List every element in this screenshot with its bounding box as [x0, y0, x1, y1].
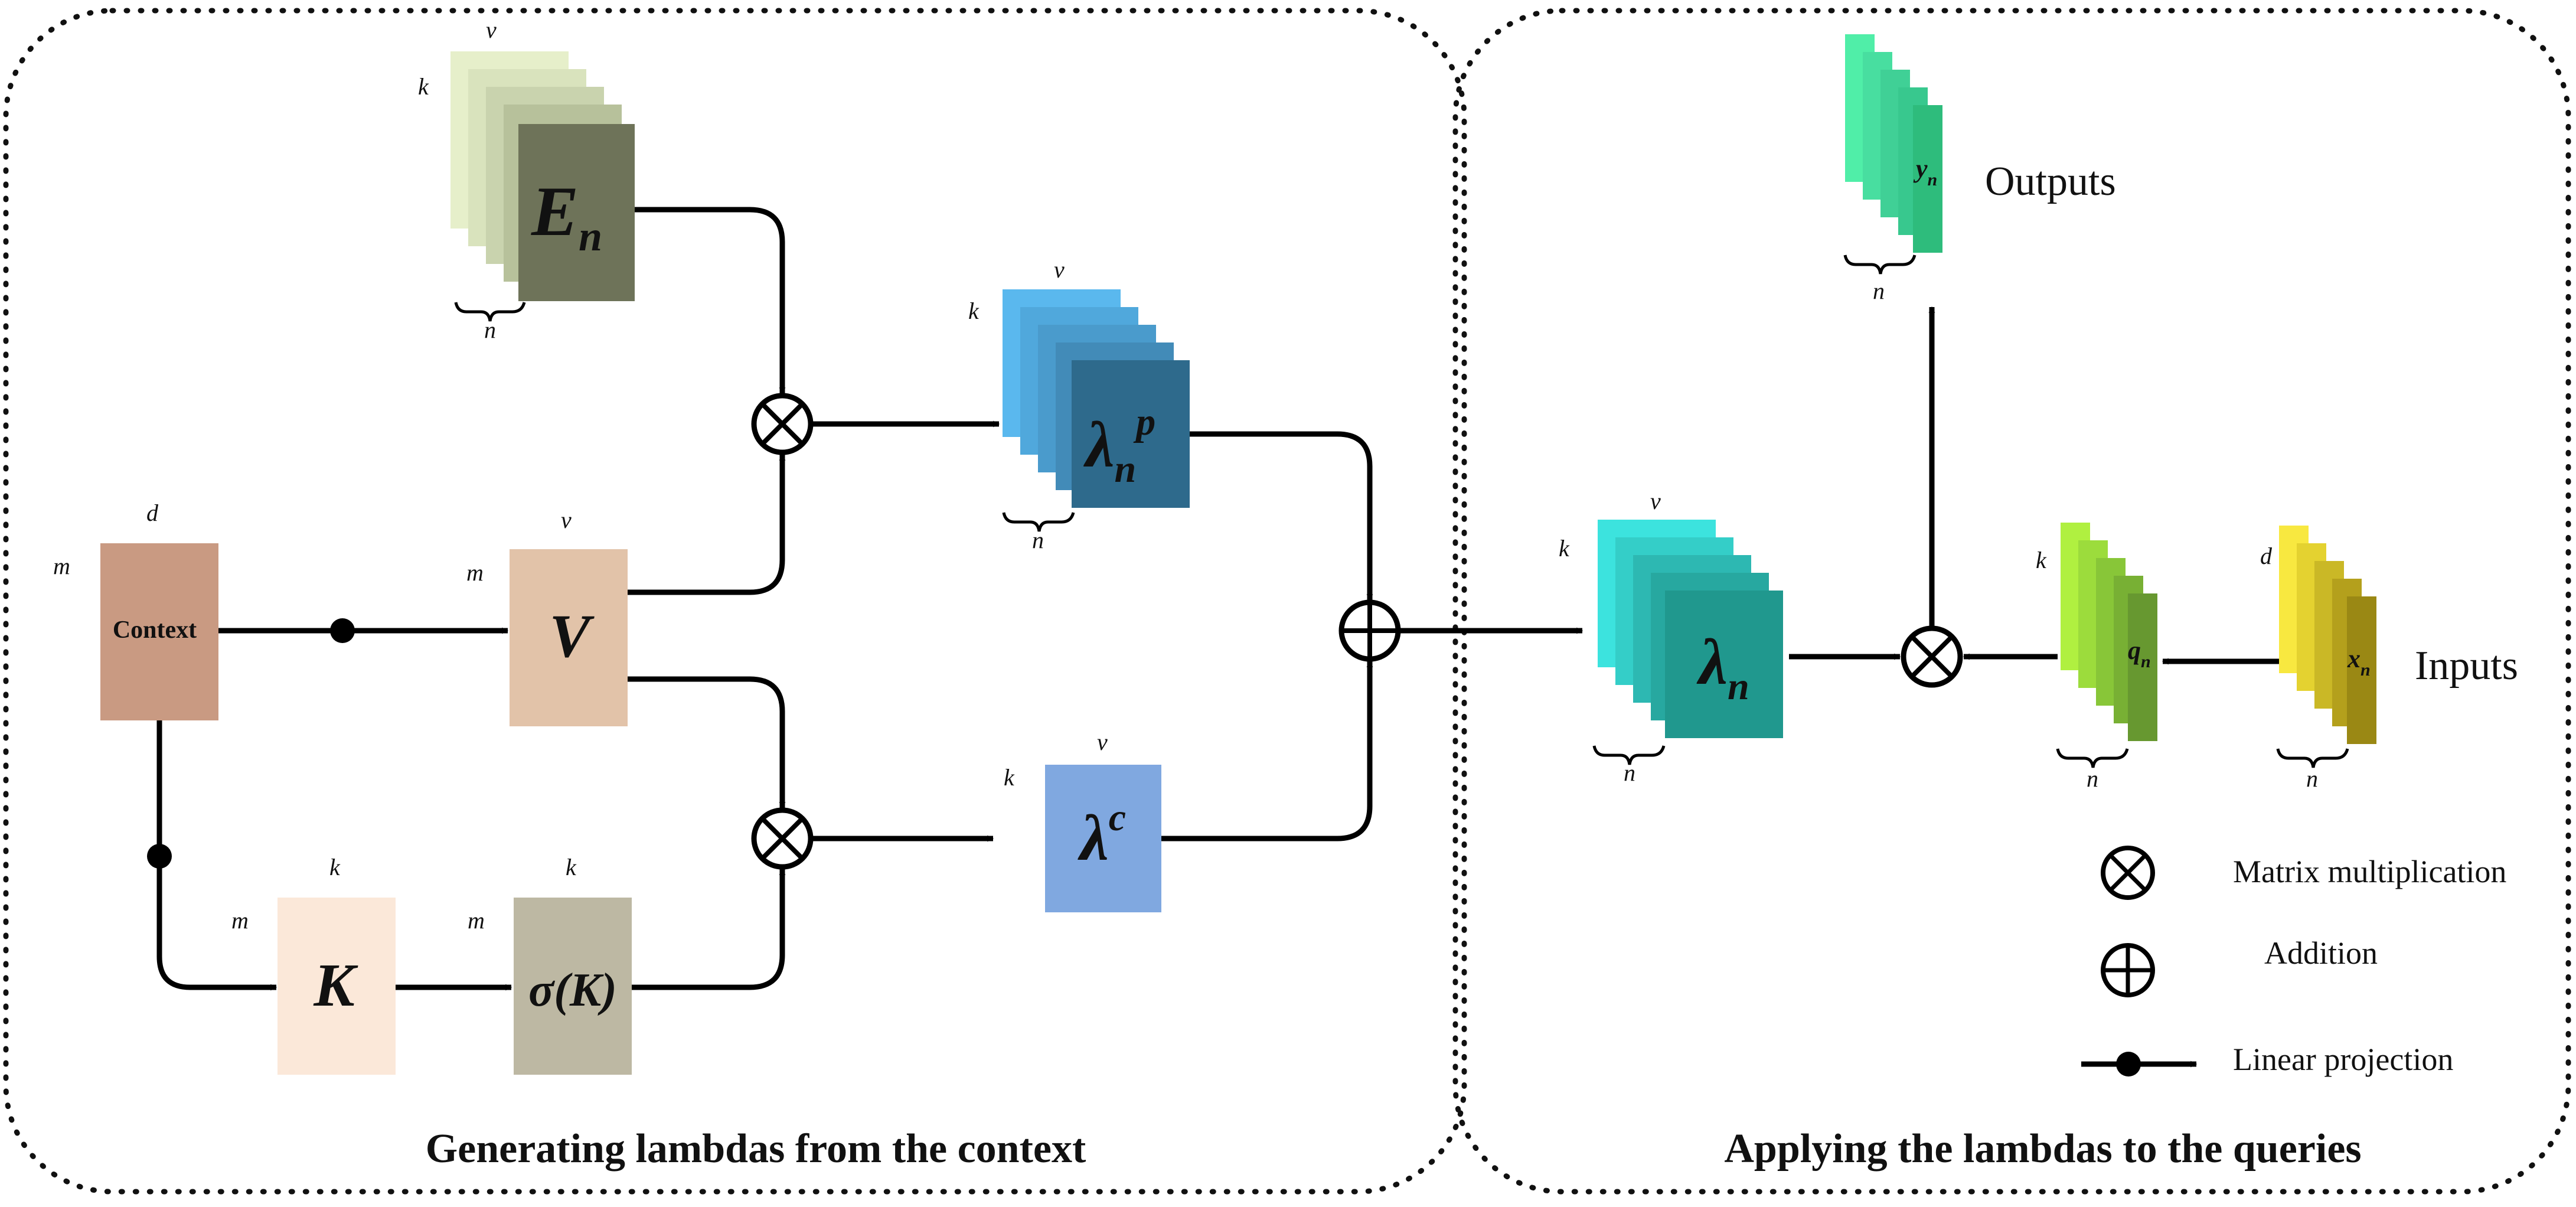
x-n-label: x: [2347, 644, 2360, 673]
lambda-p-stack: λnp v k n: [968, 256, 1190, 553]
context-dim-rows: m: [53, 553, 70, 579]
context-label: Context: [113, 616, 197, 644]
k-dim-rows: m: [231, 907, 249, 934]
inputs-label: Inputs: [2415, 643, 2518, 689]
matmul-operator-top: [751, 393, 814, 455]
v-dim-rows: m: [466, 559, 484, 586]
left-flow-arrows: [147, 207, 1584, 991]
e-n-label: E: [531, 172, 579, 250]
lambda-n-stack: λn v k n: [1559, 488, 1783, 786]
output-y-n-stack: yn n: [1843, 34, 1942, 304]
k-label: K: [313, 951, 358, 1019]
addition-operator: [1338, 599, 1401, 662]
legend-matmul-label: Matrix multiplication: [2233, 854, 2506, 889]
matmul-operator-right: [1901, 625, 1963, 688]
lambda-p-dim-stack: n: [1032, 527, 1044, 553]
lambda-c-label: λ: [1078, 802, 1109, 874]
lambda-n-label: λ: [1696, 626, 1728, 698]
legend: Matrix multiplication Addition Linear pr…: [2081, 846, 2506, 1077]
context-dim-cols: d: [146, 500, 159, 526]
lambda-c-dim-rows: k: [1004, 764, 1015, 791]
lambda-c-block: λc v k: [1004, 729, 1161, 912]
key-k-block: K k m: [231, 854, 396, 1075]
lambda-c-dim-cols: v: [1097, 729, 1108, 755]
lambda-n-dim-stack: n: [1624, 759, 1635, 786]
legend-addition-icon: [2101, 943, 2155, 997]
lambda-p-dim-cols: v: [1054, 256, 1065, 283]
legend-linear-projection-label: Linear projection: [2233, 1042, 2453, 1077]
svg-text:xn: xn: [2347, 644, 2371, 680]
left-panel-title: Generating lambdas from the context: [426, 1126, 1086, 1172]
legend-addition-label: Addition: [2264, 935, 2378, 971]
right-flow-arrows: [1789, 306, 2279, 665]
q-n-label: q: [2128, 636, 2141, 665]
y-n-dim-stack: n: [1873, 278, 1885, 304]
value-v-block: V v m: [466, 507, 628, 726]
e-n-dim-rows: k: [418, 73, 429, 100]
x-n-dim-stack: n: [2306, 765, 2318, 792]
e-n-dim-stack: n: [484, 317, 496, 343]
lambda-n-dim-cols: v: [1650, 488, 1661, 514]
lambda-p-label: λ: [1083, 409, 1115, 481]
q-n-dim-stack: n: [2087, 765, 2098, 792]
svg-text:En: En: [531, 172, 602, 260]
sigma-k-dim-cols: k: [566, 854, 577, 880]
legend-matmul-icon: [2101, 846, 2155, 900]
svg-text:λc: λc: [1078, 796, 1126, 874]
k-dim-cols: k: [329, 854, 341, 880]
svg-text:yn: yn: [1913, 154, 1937, 190]
input-x-n-stack: xn d n: [2260, 526, 2376, 792]
left-panel-border: [3, 8, 1467, 1195]
matmul-operator-bottom: [751, 807, 814, 870]
svg-text:qn: qn: [2128, 636, 2151, 671]
y-n-label: y: [1913, 154, 1928, 183]
svg-text:λnp: λnp: [1083, 400, 1156, 491]
v-dim-cols: v: [561, 507, 572, 533]
x-n-dim-rows: d: [2260, 543, 2273, 569]
v-label: V: [549, 602, 595, 670]
lambda-p-dim-rows: k: [968, 298, 980, 324]
q-n-dim-rows: k: [2036, 547, 2047, 573]
svg-text:λn: λn: [1696, 626, 1749, 708]
outputs-label: Outputs: [1985, 159, 2116, 204]
sigma-k-block: σ(K) k m: [468, 854, 632, 1075]
sigma-k-dim-rows: m: [468, 907, 485, 934]
lambda-n-dim-rows: k: [1559, 535, 1570, 562]
e-n-dim-cols: v: [486, 17, 497, 43]
right-panel-title: Applying the lambdas to the queries: [1724, 1126, 2361, 1172]
context-block: Context d m: [53, 500, 218, 720]
embedding-e-n-stack: En v k n: [418, 17, 635, 343]
sigma-k-label: σ(K): [528, 964, 617, 1016]
legend-linear-projection-icon: [2081, 1052, 2198, 1076]
right-panel-border: [1452, 8, 2571, 1195]
query-q-n-stack: qn k n: [2036, 523, 2157, 792]
